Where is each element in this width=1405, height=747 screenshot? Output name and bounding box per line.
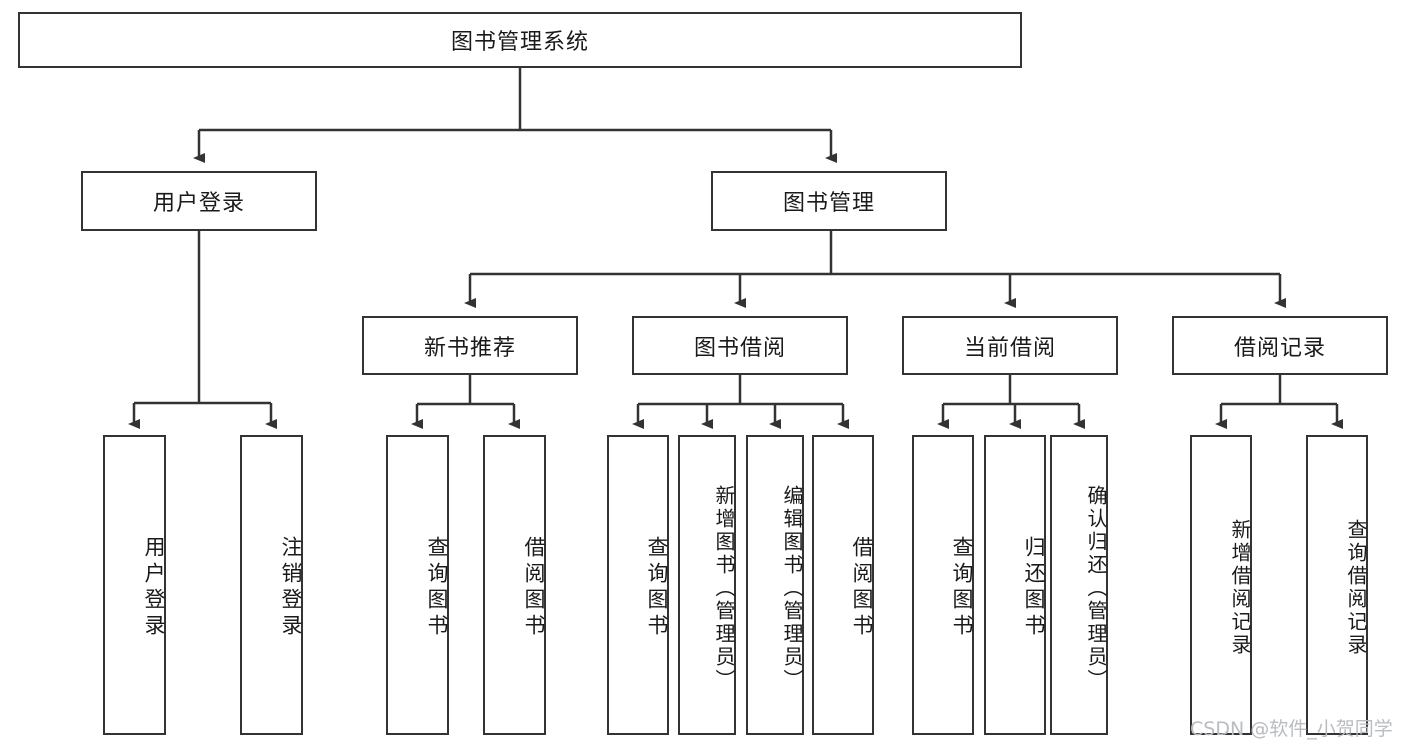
node-current-borrow-label: 当前借阅 — [963, 335, 1056, 361]
node-root-system-label: 图书管理系统 — [450, 30, 589, 55]
node-leaf-return-book-label: 归还图书 — [1022, 536, 1046, 640]
node-leaf-confirm-return-label: 确认归还（管理员） — [1084, 484, 1108, 692]
node-leaf-add-record-label: 新增借阅记录 — [1228, 519, 1252, 657]
node-root-system[interactable]: 图书管理系统 — [18, 12, 1022, 68]
node-book-manage[interactable]: 图书管理 — [711, 171, 947, 231]
node-leaf-logout-login[interactable]: 注销登录 — [240, 435, 303, 735]
node-leaf-edit-book-label: 编辑图书（管理员） — [780, 484, 804, 692]
node-leaf-query-book-1-label: 查询图书 — [425, 536, 449, 640]
node-leaf-confirm-return[interactable]: 确认归还（管理员） — [1050, 435, 1108, 735]
node-leaf-query-book-3-label: 查询图书 — [950, 536, 974, 640]
node-leaf-borrow-book-2[interactable]: 借阅图书 — [812, 435, 874, 735]
node-leaf-borrow-book-1[interactable]: 借阅图书 — [483, 435, 546, 735]
node-book-borrow-label: 图书借阅 — [693, 335, 786, 361]
node-leaf-query-book-3[interactable]: 查询图书 — [912, 435, 974, 735]
node-leaf-query-record-label: 查询借阅记录 — [1344, 519, 1368, 657]
node-borrow-record-label: 借阅记录 — [1233, 335, 1326, 361]
node-leaf-add-book[interactable]: 新增图书（管理员） — [678, 435, 736, 735]
node-leaf-return-book[interactable]: 归还图书 — [984, 435, 1046, 735]
node-new-book-recommend[interactable]: 新书推荐 — [362, 316, 578, 375]
node-leaf-edit-book[interactable]: 编辑图书（管理员） — [746, 435, 804, 735]
node-leaf-query-book-1[interactable]: 查询图书 — [386, 435, 449, 735]
node-leaf-query-record[interactable]: 查询借阅记录 — [1306, 435, 1368, 735]
node-leaf-user-login[interactable]: 用户登录 — [103, 435, 166, 735]
node-leaf-borrow-book-1-label: 借阅图书 — [522, 536, 546, 640]
node-leaf-user-login-label: 用户登录 — [142, 536, 166, 640]
node-borrow-record[interactable]: 借阅记录 — [1172, 316, 1388, 375]
node-book-manage-label: 图书管理 — [782, 191, 875, 216]
node-leaf-query-book-2-label: 查询图书 — [645, 536, 669, 640]
node-user-login-label: 用户登录 — [152, 191, 245, 216]
node-current-borrow[interactable]: 当前借阅 — [902, 316, 1118, 375]
node-new-book-recommend-label: 新书推荐 — [423, 335, 516, 361]
node-leaf-add-book-label: 新增图书（管理员） — [712, 484, 736, 692]
node-leaf-query-book-2[interactable]: 查询图书 — [607, 435, 669, 735]
node-leaf-add-record[interactable]: 新增借阅记录 — [1190, 435, 1252, 735]
node-user-login[interactable]: 用户登录 — [81, 171, 317, 231]
node-book-borrow[interactable]: 图书借阅 — [632, 316, 848, 375]
node-leaf-borrow-book-2-label: 借阅图书 — [850, 536, 874, 640]
node-leaf-logout-login-label: 注销登录 — [279, 536, 303, 640]
